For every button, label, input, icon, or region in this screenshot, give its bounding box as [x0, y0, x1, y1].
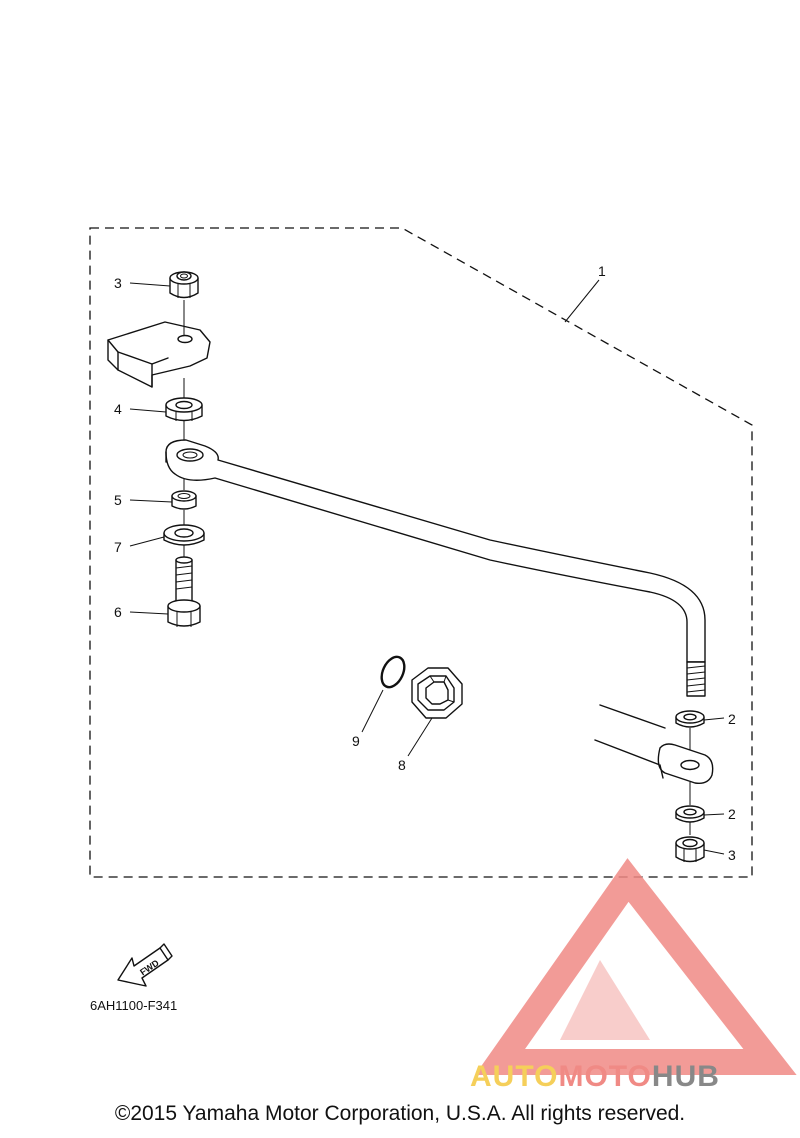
watermark-logo-icon [474, 858, 797, 1075]
watermark-wordmark: AUTOMOTOHUB [470, 1060, 720, 1093]
bracket [107, 321, 211, 388]
watermark-word-auto: AUTO [470, 1060, 558, 1093]
callout-6: 6 [114, 604, 122, 620]
callout-2-upper: 2 [728, 711, 736, 727]
callout-2-lower: 2 [728, 806, 736, 822]
drawing-code: 6AH1100-F341 [90, 998, 177, 1013]
callout-7: 7 [114, 539, 122, 555]
callout-3-bottom: 3 [728, 847, 736, 863]
watermark-word-hub: HUB [652, 1060, 720, 1093]
bolt [167, 556, 201, 627]
fwd-arrow-icon: FWD [117, 943, 173, 987]
callout-5: 5 [114, 492, 122, 508]
nut-4 [165, 397, 203, 422]
nut-8 [411, 667, 463, 719]
callout-8: 8 [398, 757, 406, 773]
washer-2-upper [675, 710, 705, 728]
collar [171, 490, 197, 510]
callout-3-top: 3 [114, 275, 122, 291]
copyright-notice: ©2015 Yamaha Motor Corporation, U.S.A. A… [114, 1102, 686, 1125]
nut-top [169, 271, 199, 299]
callout-9: 9 [352, 733, 360, 749]
callout-1: 1 [598, 263, 606, 279]
nut-bottom [675, 836, 705, 863]
assembly-boundary [89, 227, 753, 878]
o-ring [380, 655, 406, 689]
tie-bar-thread [686, 661, 706, 697]
watermark-word-moto: MOTO [558, 1060, 651, 1093]
washer-2-lower [675, 805, 705, 823]
callout-4: 4 [114, 401, 122, 417]
tie-bar [165, 439, 706, 663]
washer-7 [163, 524, 205, 546]
steering-arm [594, 704, 714, 785]
